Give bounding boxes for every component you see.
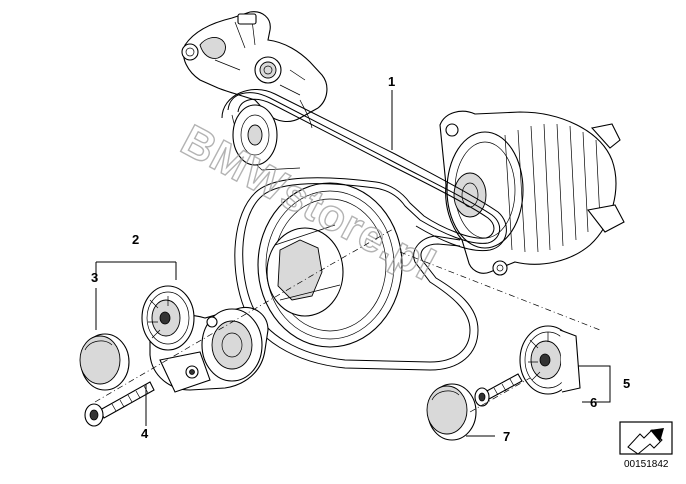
center-lines	[94, 227, 601, 413]
bolt-left	[84, 381, 155, 427]
drive-belt	[221, 89, 507, 371]
callout-5: 5	[623, 376, 630, 391]
callout-6: 6	[590, 395, 597, 410]
water-pump-housing	[181, 11, 328, 129]
idler-pulley	[519, 325, 581, 395]
callout-2: 2	[132, 232, 139, 247]
arrow-icon[interactable]	[619, 421, 673, 455]
callout-7: 7	[503, 429, 510, 444]
pulley-cap-left	[79, 333, 130, 391]
pulley-cap-right	[426, 383, 477, 441]
callout-4: 4	[141, 426, 149, 441]
callout-3: 3	[91, 270, 98, 285]
document-number: 00151842	[624, 459, 669, 470]
callout-1: 1	[388, 74, 395, 89]
tensioner-pulley	[141, 285, 195, 351]
leader-lines	[95, 90, 611, 437]
bolt-right	[474, 373, 523, 407]
